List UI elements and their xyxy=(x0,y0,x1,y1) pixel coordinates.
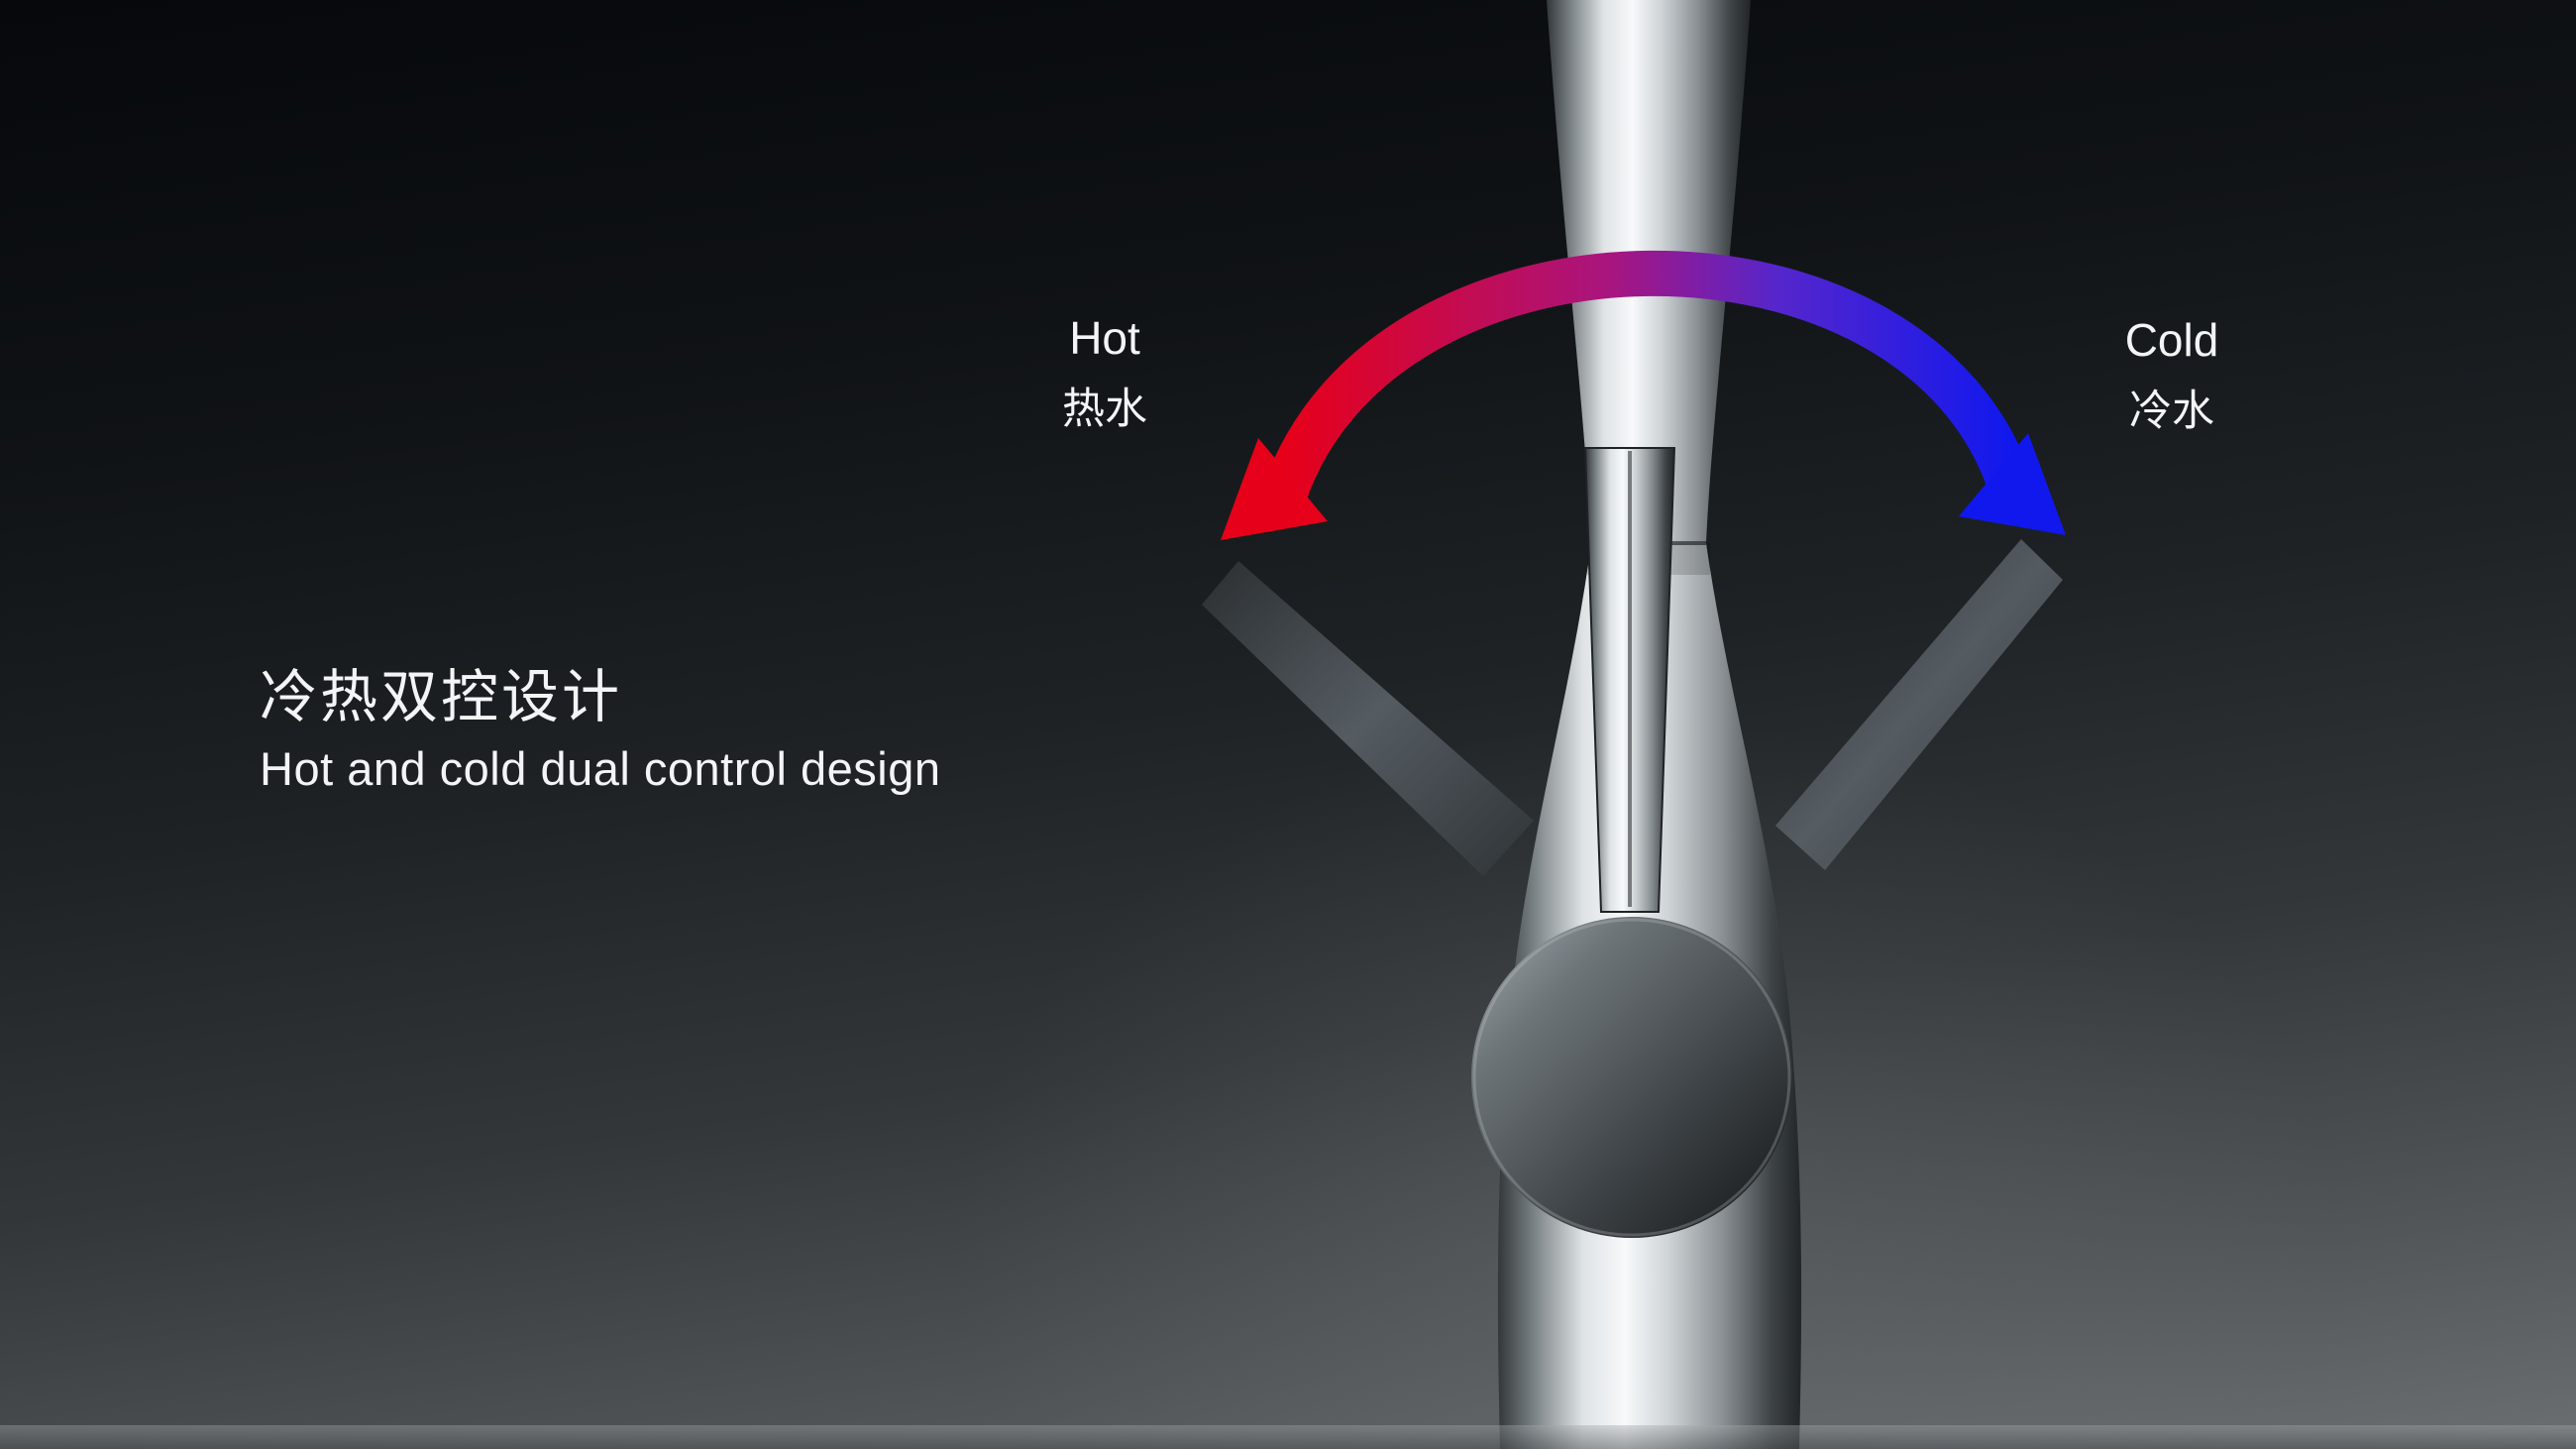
feature-caption: 冷热双控设计 Hot and cold dual control design xyxy=(260,666,941,794)
cold-label: Cold 冷水 xyxy=(2043,317,2301,433)
hot-label-en: Hot xyxy=(1069,312,1140,364)
hot-handle xyxy=(1202,561,1534,876)
feature-title-en: Hot and cold dual control design xyxy=(260,741,941,795)
hot-label-zh: 热水 xyxy=(1062,386,1147,433)
hot-arrowhead-icon xyxy=(1221,438,1328,540)
cold-handle xyxy=(1775,539,2063,870)
feature-title-zh: 冷热双控设计 xyxy=(260,665,623,729)
control-disc-rim xyxy=(1472,918,1791,1237)
hot-label: Hot 热水 xyxy=(986,315,1224,431)
cold-label-zh: 冷水 xyxy=(2129,388,2214,435)
arc-band xyxy=(1262,250,2033,503)
counter-edge xyxy=(0,1425,2576,1449)
cold-label-en: Cold xyxy=(2124,314,2219,366)
cold-arrowhead-icon xyxy=(1959,433,2066,535)
control-disc xyxy=(1471,917,1792,1238)
